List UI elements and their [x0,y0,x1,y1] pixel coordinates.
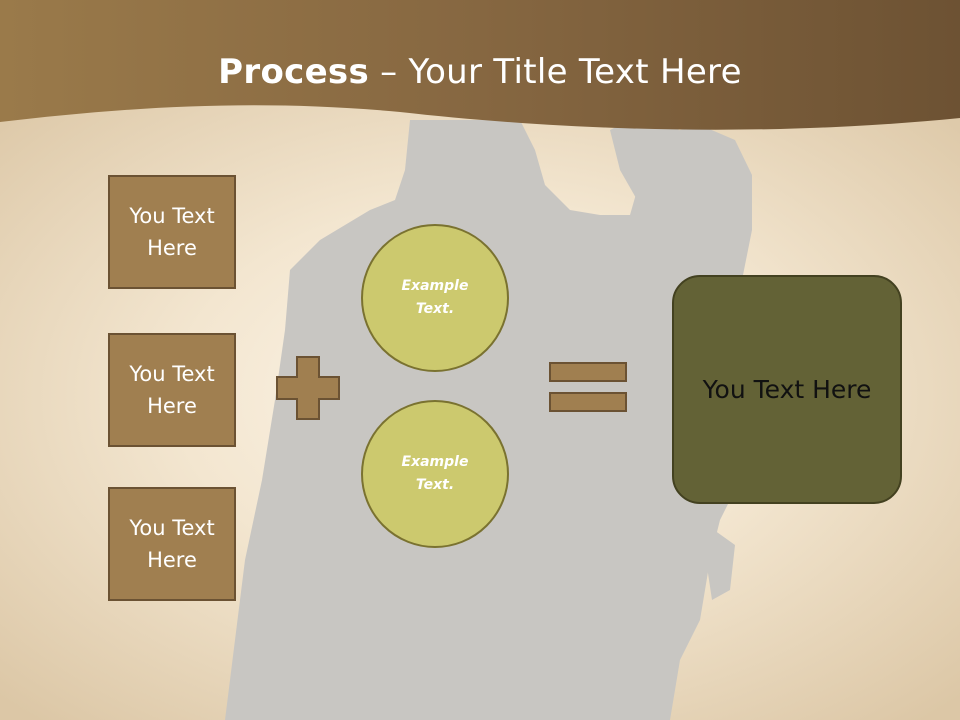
text-box-2[interactable]: You Text Here [108,333,236,447]
circle-label: Example Text. [401,278,469,317]
text-box-label: You Text Here [129,362,215,418]
text-box-label: You Text Here [129,204,215,260]
equals-bar-bottom [549,392,627,412]
text-box-3[interactable]: You Text Here [108,487,236,601]
plus-icon [276,356,340,420]
page-title: Process – Your Title Text Here [0,52,960,92]
text-box-1[interactable]: You Text Here [108,175,236,289]
title-banner [0,0,960,130]
circle-label: Example Text. [401,454,469,493]
title-bold: Process [218,52,370,92]
example-circle-2[interactable]: Example Text. [361,400,509,548]
result-box[interactable]: You Text Here [672,275,902,504]
result-label: You Text Here [702,375,872,404]
text-box-label: You Text Here [129,516,215,572]
equals-bar-top [549,362,627,382]
title-rest: – Your Title Text Here [369,52,742,92]
example-circle-1[interactable]: Example Text. [361,224,509,372]
